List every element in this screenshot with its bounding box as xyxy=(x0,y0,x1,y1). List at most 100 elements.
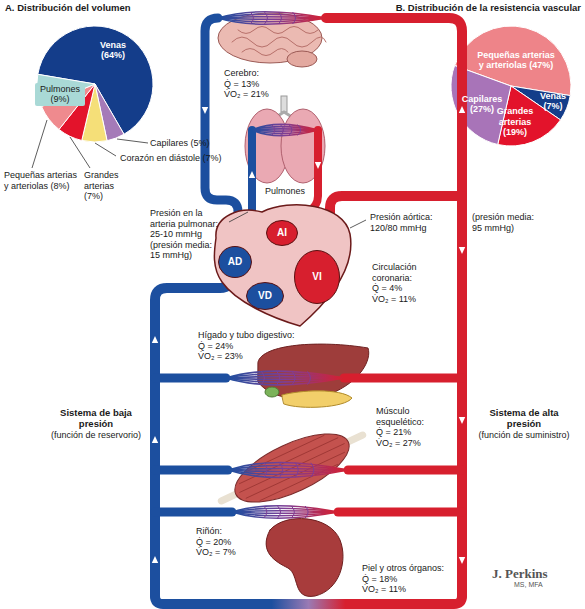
oxygen-value: V̇O₂ = 11% xyxy=(372,294,416,305)
slice-label: Venas (64%) xyxy=(91,40,135,61)
capillary xyxy=(280,463,283,477)
leader-line xyxy=(70,137,90,168)
chamber-label: VD xyxy=(258,290,272,302)
leader-line xyxy=(350,220,366,228)
artery xyxy=(348,466,462,475)
oxygen-value: V̇O₂ = 11% xyxy=(362,584,406,595)
capillary xyxy=(295,463,298,477)
oxygen-value: V̇O₂ = 21% xyxy=(224,89,269,100)
capillary xyxy=(218,12,326,18)
pressure-label: (presión media: 15 mmHg) xyxy=(150,240,218,261)
leader-line xyxy=(32,120,47,168)
system-note: (función de suministro) xyxy=(474,430,574,441)
pressure-label: Presión en la arteria pulmonar: 25-10 mm… xyxy=(150,208,226,240)
slice-label: Grandes arterias (7%) xyxy=(84,170,124,202)
heart-chamber: AI xyxy=(266,220,298,246)
cerebellum xyxy=(287,51,317,67)
vein xyxy=(155,466,228,475)
slice-label: Grandes arterias (19%) xyxy=(490,106,540,138)
capillary xyxy=(291,506,294,518)
capillary xyxy=(228,469,348,470)
trachea xyxy=(281,96,287,112)
vessel xyxy=(155,596,462,604)
organ-name: Circulación coronaria: xyxy=(372,262,434,283)
organ-name: Cerebro: xyxy=(224,68,259,79)
slice-label: Pequeñas arterias y arteriolas (8%) xyxy=(4,170,82,191)
capillary xyxy=(228,470,348,477)
capillary xyxy=(228,463,348,470)
capillary xyxy=(261,371,264,384)
flow-arrow xyxy=(459,106,465,113)
heart-chamber: VI xyxy=(294,250,340,304)
heart-chamber: AD xyxy=(218,246,252,278)
flow-arrow xyxy=(152,336,158,343)
capillary-bed xyxy=(252,125,318,136)
chamber-outline xyxy=(295,251,340,304)
flow-arrow xyxy=(202,107,208,114)
capillary-bed xyxy=(218,12,326,24)
brain-gyrus xyxy=(238,27,318,34)
flow-arrow xyxy=(249,171,255,178)
capillary xyxy=(232,506,338,512)
flow-value: Q̇ = 21% xyxy=(376,427,411,438)
flow-arrow xyxy=(459,247,465,254)
panel-title: A. Distribución del volumen xyxy=(5,3,131,14)
brain-gyrus xyxy=(232,37,326,47)
slice-label: Venas (7%) xyxy=(536,91,570,112)
pressure-label: Presión aórtica: 120/80 mmHg xyxy=(370,212,450,233)
slice-label: Corazón en diástole (7%) xyxy=(120,153,222,164)
capillary xyxy=(250,12,253,24)
flow-value: Q̇ = 4% xyxy=(372,283,402,294)
pie-chart xyxy=(451,26,571,146)
leader-line xyxy=(229,212,248,222)
capillary xyxy=(264,12,267,24)
capillary xyxy=(277,371,280,384)
slice-label: Pulmones (9%) xyxy=(35,83,85,106)
flow-value: Q̇ = 20% xyxy=(196,537,231,548)
vein xyxy=(155,508,232,517)
organ-name: Piel y otros órganos: xyxy=(362,563,444,574)
capillary xyxy=(226,371,344,378)
flow-value: Q̇ = 18% xyxy=(362,574,397,585)
capillary xyxy=(226,378,344,385)
system-note: (función de reservorio) xyxy=(50,430,142,441)
heart xyxy=(214,205,351,326)
pressure-label: (presión media: 95 mmHg) xyxy=(472,212,540,233)
artery xyxy=(326,18,462,596)
oxygen-value: V̇O₂ = 23% xyxy=(198,351,243,362)
capillary xyxy=(252,125,318,130)
capillary xyxy=(289,125,292,136)
vein xyxy=(155,374,226,383)
oxygen-value: V̇O₂ = 27% xyxy=(376,438,421,449)
artery xyxy=(338,508,462,517)
flow-arrow xyxy=(459,557,465,564)
chamber-label: AD xyxy=(228,256,242,268)
capillary-bed xyxy=(226,371,344,384)
capillary xyxy=(218,18,326,24)
signature-credentials: MS, MFA xyxy=(514,581,543,589)
organ-name: Pulmones xyxy=(265,186,305,197)
brain-gyrus xyxy=(242,49,288,56)
flow-value: Q̇ = 24% xyxy=(198,341,233,352)
kidney xyxy=(266,519,343,597)
flow-value: Q̇ = 13% xyxy=(224,79,259,90)
chamber-outline xyxy=(247,283,284,310)
capillary xyxy=(252,127,318,130)
capillary xyxy=(292,371,295,384)
chamber-label: VI xyxy=(312,271,321,283)
gallbladder xyxy=(265,387,279,397)
flow-arrow xyxy=(459,417,465,424)
leader-line xyxy=(117,139,148,143)
flow-arrow xyxy=(315,162,321,169)
slice-label: Pequeñas arterias y arteriolas (47%) xyxy=(476,50,556,71)
capillary xyxy=(298,125,301,136)
chamber-outline xyxy=(267,221,298,246)
capillary xyxy=(264,506,267,518)
capillary xyxy=(305,506,308,518)
leader-line xyxy=(95,143,116,156)
capillary xyxy=(232,512,338,518)
capillary-bed xyxy=(232,506,338,518)
flow-arrow xyxy=(152,556,158,563)
system-label: Sistema de baja presión xyxy=(50,408,142,429)
